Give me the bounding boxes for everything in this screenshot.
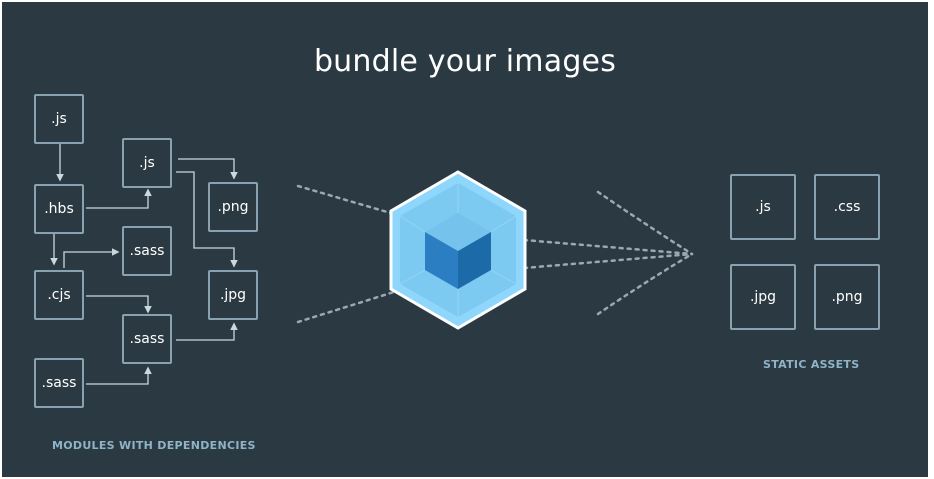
module-js-top: .js: [34, 94, 84, 144]
arrow-sass-to-jpg: [176, 322, 238, 341]
asset-css: .css: [814, 174, 880, 240]
module-sass-upper: .sass: [122, 226, 172, 276]
module-jpg: .jpg: [208, 270, 258, 320]
flow-curve-out-top: [596, 190, 694, 256]
flow-curve-out-bottom: [596, 252, 694, 316]
modules-caption: MODULES WITH DEPENDENCIES: [52, 439, 256, 452]
flow-line-out-lower: [522, 252, 694, 270]
arrow-sass-bottom-to-sass-mid: [86, 366, 152, 385]
diagram-title: bundle your images: [313, 44, 617, 79]
arrow-js-to-png: [178, 158, 238, 180]
module-cjs: .cjs: [34, 270, 84, 320]
arrow-cjs-to-sass-upper: [63, 248, 120, 268]
webpack-cube-icon: [389, 170, 527, 330]
module-js-mid: .js: [122, 138, 172, 188]
arrow-cjs-to-sass-mid: [86, 295, 152, 314]
module-sass-bottom: .sass: [34, 358, 84, 408]
asset-jpg: .jpg: [730, 264, 796, 330]
flow-line-out-upper: [522, 238, 694, 256]
arrow-hbs-to-js: [86, 188, 152, 209]
module-png: .png: [208, 182, 258, 232]
flow-line-in-upper: [296, 184, 396, 216]
arrow-js-to-jpg: [176, 171, 238, 268]
module-hbs: .hbs: [34, 184, 84, 234]
flow-line-in-lower: [296, 290, 396, 324]
asset-png: .png: [814, 264, 880, 330]
module-sass-mid: .sass: [122, 314, 172, 364]
asset-js: .js: [730, 174, 796, 240]
static-assets-caption: STATIC ASSETS: [763, 358, 860, 371]
